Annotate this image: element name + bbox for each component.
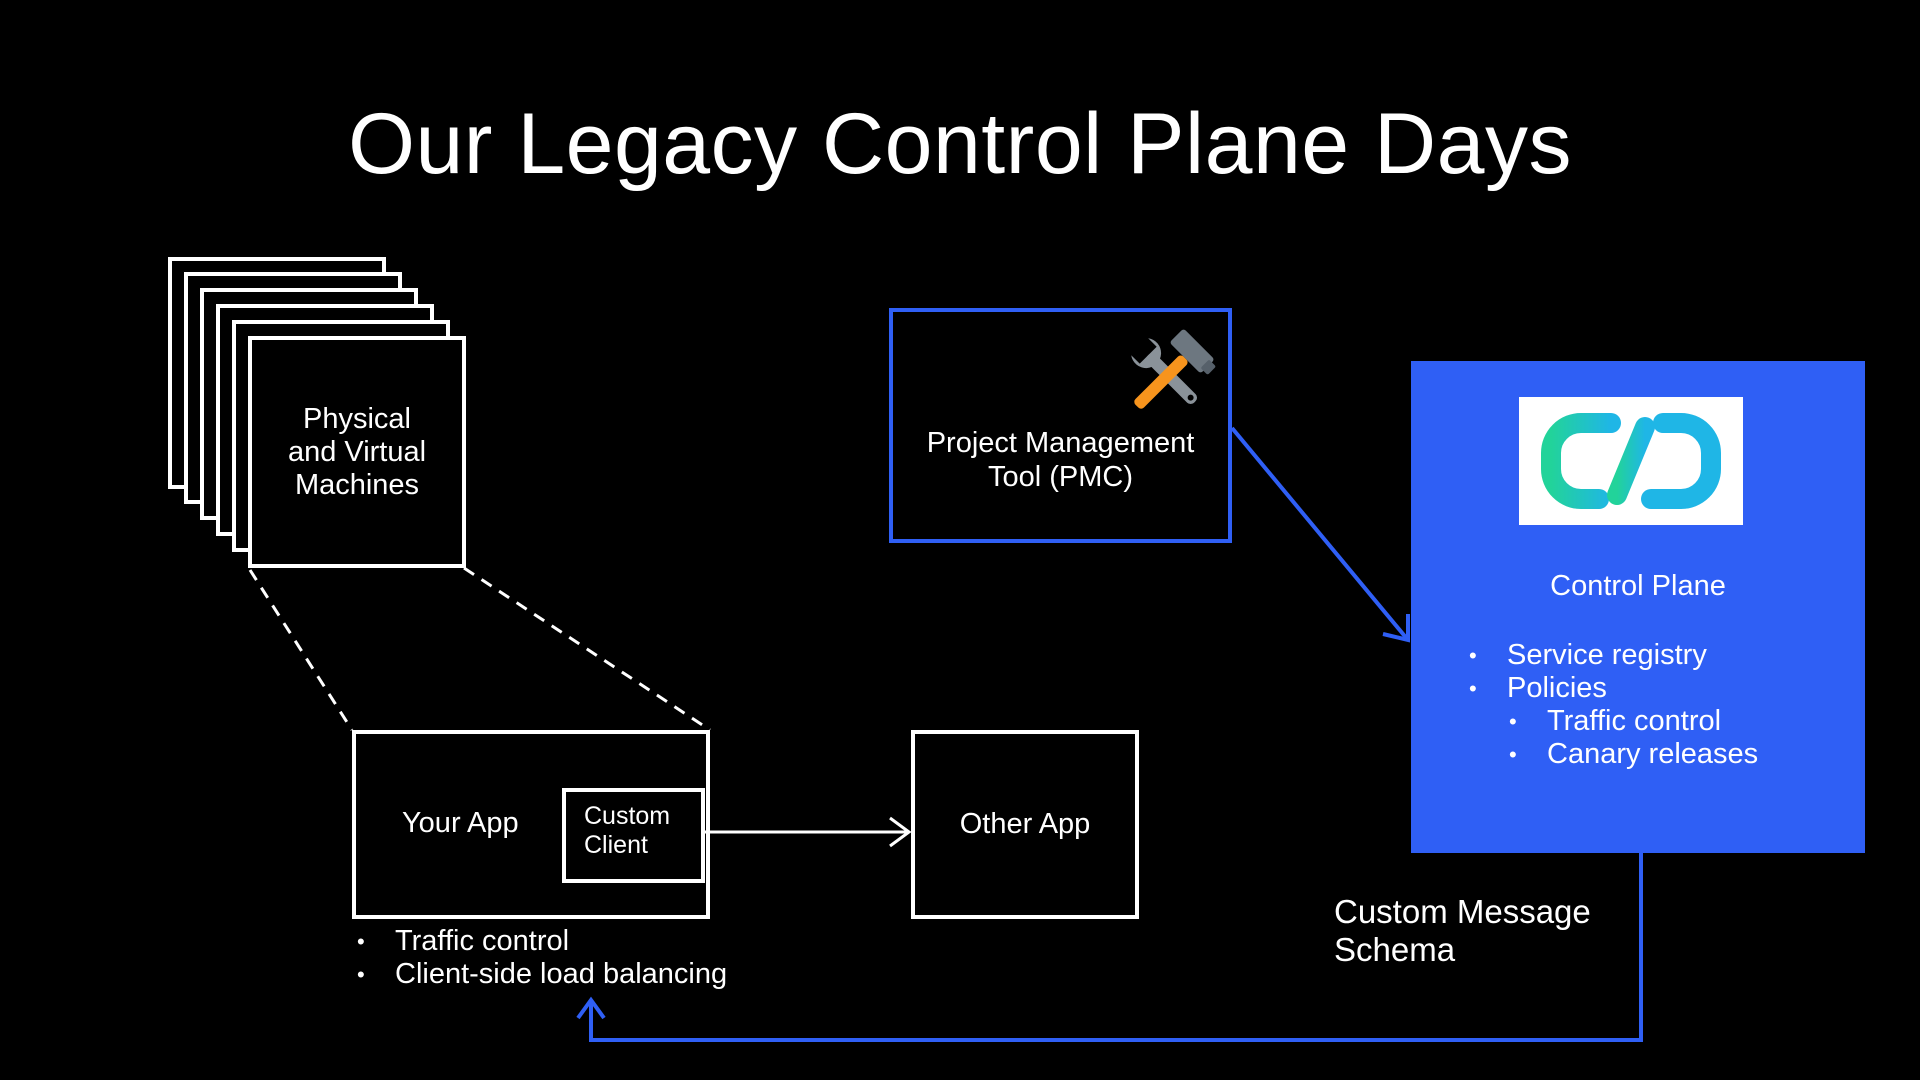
list-item: Service registry	[1469, 639, 1758, 672]
pmc-box: Project Management Tool (PMC)	[889, 308, 1232, 543]
zoom-line-left	[248, 569, 354, 731]
control-plane-logo	[1519, 397, 1743, 525]
other-app-box: Other App	[911, 730, 1139, 919]
arrow-head	[889, 816, 912, 848]
list-item: Traffic control	[1469, 705, 1758, 738]
machines-label-line: Machines	[294, 468, 420, 501]
list-item: Policies	[1469, 672, 1758, 705]
list-item: Client-side load balancing	[357, 958, 727, 991]
message-schema-line: Schema	[1334, 931, 1456, 968]
pmc-to-control-plane-arrow	[1230, 426, 1410, 642]
arrow-head	[1382, 614, 1410, 643]
pmc-label-line: Project Management	[926, 427, 1195, 459]
your-app-box: Your App Custom Client	[352, 730, 710, 919]
hammer-and-wrench-icon	[1131, 329, 1216, 409]
list-item: Canary releases	[1469, 738, 1758, 771]
chain-link-logo-icon	[1541, 413, 1721, 509]
machines-label-line: and Virtual	[287, 435, 427, 468]
list-item: Traffic control	[357, 925, 727, 958]
control-plane-to-app-connector	[589, 853, 1643, 1042]
arrow-head	[576, 996, 606, 1020]
your-app-bullets: Traffic control Client-side load balanci…	[357, 925, 727, 991]
custom-client-label: Custom Client	[584, 802, 670, 860]
custom-client-box: Custom Client	[562, 788, 705, 883]
control-plane-panel: Control Plane Service registry Policies …	[1411, 361, 1865, 853]
message-schema-line: Custom Message	[1334, 893, 1591, 930]
machines-box: Physical and Virtual Machines	[248, 336, 466, 568]
custom-client-label-line: Custom	[584, 802, 671, 830]
machines-label-line: Physical	[303, 402, 411, 435]
pmc-label-line: Tool (PMC)	[987, 461, 1133, 493]
control-plane-label: Control Plane	[1550, 570, 1726, 602]
slide-title: Our Legacy Control Plane Days	[348, 96, 1572, 192]
zoom-line-right	[463, 566, 711, 732]
custom-client-label-line: Client	[584, 831, 648, 859]
control-plane-bullets: Service registry Policies Traffic contro…	[1469, 639, 1758, 771]
other-app-label: Other App	[959, 808, 1091, 840]
message-schema-label: Custom Message Schema	[1334, 893, 1591, 969]
your-app-label: Your App	[402, 807, 519, 839]
pmc-label: Project Management Tool (PMC)	[893, 426, 1228, 494]
